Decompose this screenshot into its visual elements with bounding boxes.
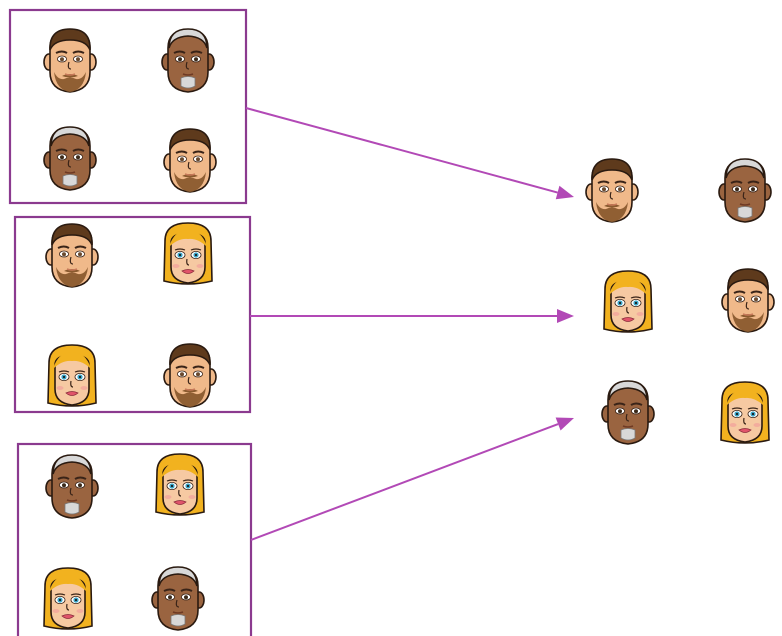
avatar-woman-blonde-hair-icon bbox=[163, 222, 213, 285]
avatar-man-brown-hair-beard-icon bbox=[45, 223, 99, 288]
avatar-man-brown-hair-beard-icon bbox=[43, 28, 97, 93]
avatar-woman-blonde-hair-icon bbox=[47, 344, 97, 407]
avatar-man-gray-hair-dark-skin-icon bbox=[161, 28, 215, 93]
connector-arrow-3 bbox=[250, 417, 574, 541]
connector-arrow-2 bbox=[250, 309, 574, 323]
arrowhead-icon bbox=[555, 185, 574, 200]
avatar-man-gray-hair-dark-skin-icon bbox=[151, 566, 205, 631]
avatar-woman-blonde-hair-icon bbox=[43, 567, 93, 630]
avatars bbox=[43, 28, 775, 631]
avatar-woman-blonde-hair-icon bbox=[603, 270, 653, 333]
connector-line bbox=[250, 423, 559, 541]
connector-line bbox=[245, 107, 558, 194]
avatar-man-brown-hair-beard-icon bbox=[163, 128, 217, 193]
avatar-man-gray-hair-dark-skin-icon bbox=[718, 158, 772, 223]
avatar-woman-blonde-hair-icon bbox=[155, 453, 205, 516]
avatar-man-brown-hair-beard-icon bbox=[585, 158, 639, 223]
avatar-man-brown-hair-beard-icon bbox=[163, 343, 217, 408]
group-frame-1 bbox=[8, 8, 248, 205]
arrowhead-icon bbox=[557, 309, 574, 323]
group-frame-3 bbox=[16, 442, 253, 636]
group-frame-2 bbox=[13, 215, 252, 414]
avatar-man-gray-hair-dark-skin-icon bbox=[43, 126, 97, 191]
avatar-man-brown-hair-beard-icon bbox=[721, 268, 775, 333]
arrowhead-icon bbox=[555, 417, 574, 431]
connector-arrows bbox=[245, 107, 574, 541]
connector-arrow-1 bbox=[245, 107, 574, 200]
avatar-man-gray-hair-dark-skin-icon bbox=[601, 380, 655, 445]
group-frames bbox=[8, 8, 253, 636]
avatar-woman-blonde-hair-icon bbox=[720, 381, 770, 444]
avatar-man-gray-hair-dark-skin-icon bbox=[45, 454, 99, 519]
